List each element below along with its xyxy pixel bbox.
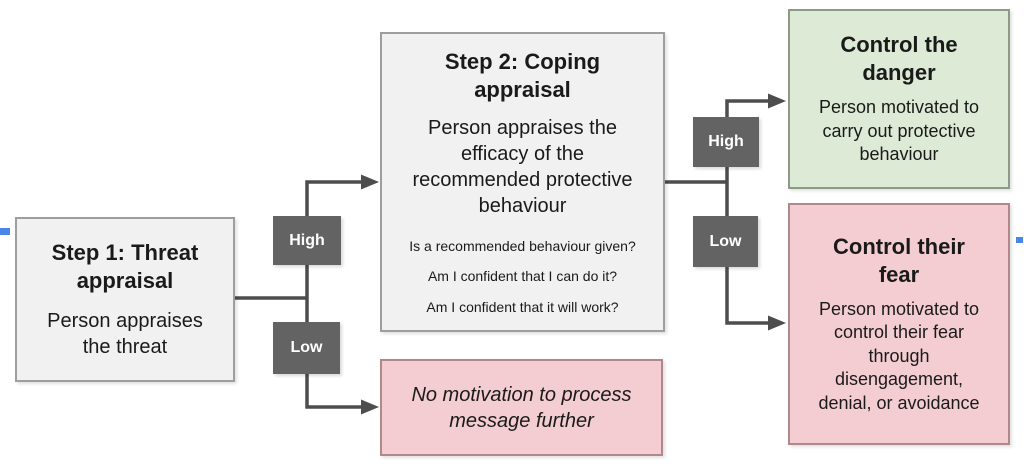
- control-fear-title: Control their fear: [833, 234, 965, 287]
- step2-question-3: Am I confident that it will work?: [426, 298, 619, 315]
- no-motivation-box: No motivation to process message further: [380, 359, 663, 456]
- right-branch-line: [725, 99, 768, 325]
- connection-handle-right: [1016, 237, 1023, 243]
- control-fear-body: Person motivated to control their fear t…: [818, 299, 980, 413]
- step2-title: Step 2: Coping appraisal: [444, 49, 601, 102]
- low-label-left: Low: [273, 322, 340, 374]
- control-danger-box: Control the danger Person motivated to c…: [788, 9, 1010, 189]
- arrowhead-to-step2: [361, 174, 379, 190]
- step2-body: Person appraises the efficacy of the rec…: [412, 117, 633, 218]
- arrowhead-to-control-danger: [768, 93, 786, 109]
- step1-threat-appraisal-box: Step 1: Threat appraisal Person appraise…: [15, 217, 235, 382]
- left-branch-line: [305, 180, 361, 409]
- connection-handle-left: [0, 228, 10, 235]
- arrowhead-to-control-fear: [768, 315, 786, 331]
- low-label-right: Low: [693, 216, 758, 267]
- high-label-right: High: [693, 117, 759, 167]
- step2-questions: Is a recommended behaviour given? Am I c…: [409, 237, 635, 316]
- step2-coping-appraisal-box: Step 2: Coping appraisal Person appraise…: [380, 32, 665, 332]
- high-label-left: High: [273, 216, 341, 265]
- arrowhead-to-no-motivation: [361, 399, 379, 415]
- step2-question-2: Am I confident that I can do it?: [427, 268, 618, 285]
- control-fear-box: Control their fear Person motivated to c…: [788, 203, 1010, 445]
- step1-body: Person appraises the threat: [47, 310, 203, 358]
- step2-question-1: Is a recommended behaviour given?: [409, 238, 636, 255]
- control-danger-title: Control the danger: [840, 32, 958, 85]
- no-motivation-text: No motivation to process message further: [411, 383, 632, 432]
- control-danger-body: Person motivated to carry out protective…: [818, 97, 980, 165]
- step1-title: Step 1: Threat appraisal: [51, 240, 199, 293]
